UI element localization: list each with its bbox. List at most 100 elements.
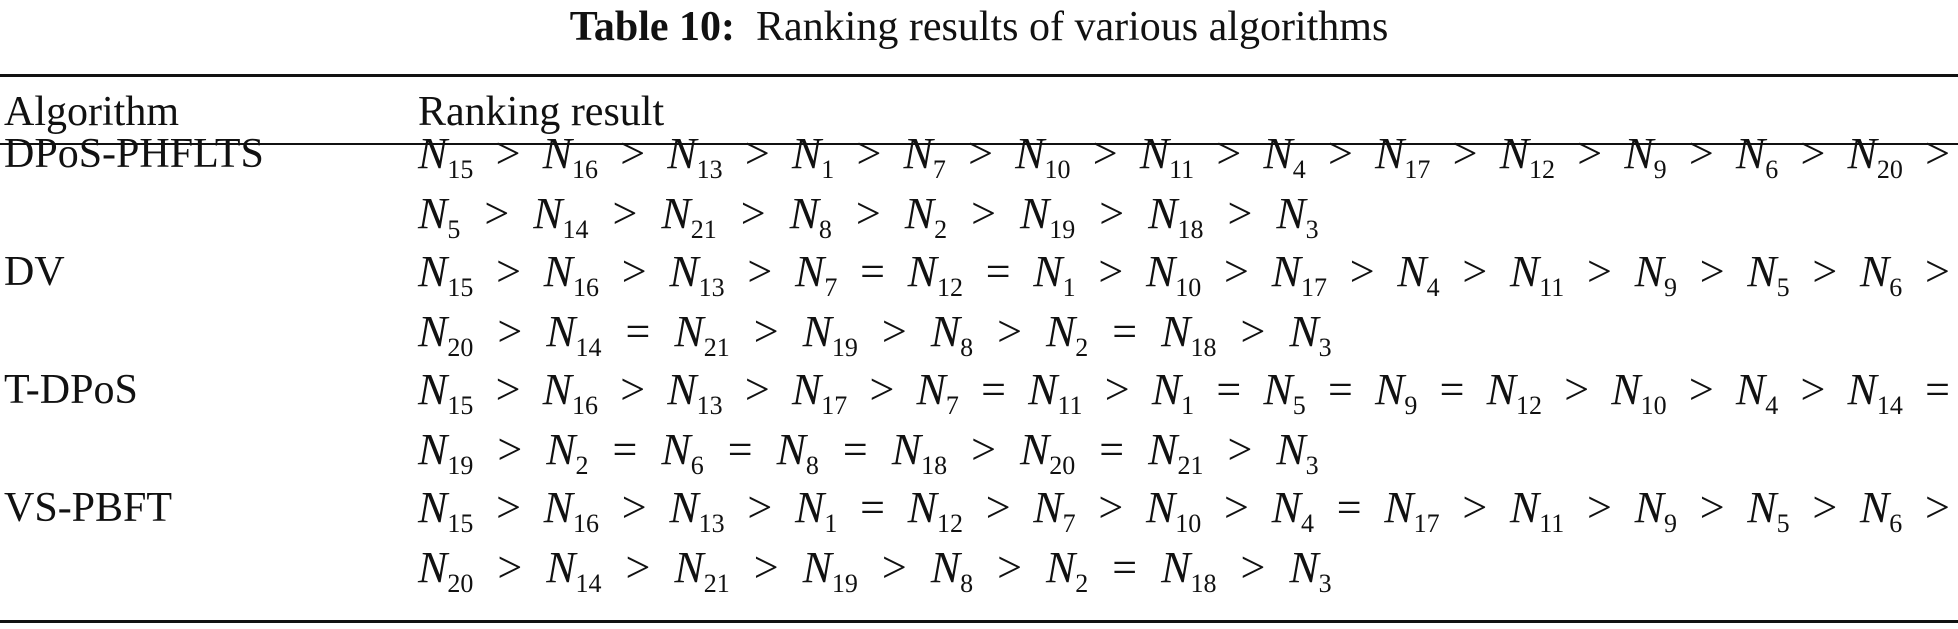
header-algorithm: Algorithm — [4, 89, 179, 135]
alternative-symbol: N10 — [1146, 246, 1201, 301]
alternative-index: 15 — [447, 273, 474, 302]
alternative-symbol: N17 — [1384, 482, 1439, 537]
greater-than-operator: > — [497, 307, 523, 356]
alternative-index: 7 — [1062, 509, 1076, 538]
alternative-symbol: N18 — [1161, 306, 1216, 361]
greater-than-operator: > — [496, 247, 521, 296]
alternative-symbol: N13 — [667, 128, 722, 183]
alternative-symbol: N3 — [1276, 188, 1318, 243]
alternative-letter: N — [1276, 425, 1306, 474]
algorithm-name: VS-PBFT — [4, 485, 173, 531]
alternative-letter: N — [1289, 543, 1319, 592]
alternative-symbol: N3 — [1289, 306, 1331, 361]
greater-than-operator: > — [869, 365, 895, 414]
greater-than-operator: > — [1587, 247, 1612, 296]
greater-than-operator: > — [1925, 247, 1950, 296]
ranking-line: N15>N16>N13>N1=N12>N7>N10>N4=N17>N11>N9>… — [418, 482, 1950, 542]
greater-than-operator: > — [496, 483, 521, 532]
alternative-letter: N — [1263, 129, 1293, 178]
alternative-symbol: N3 — [1289, 542, 1331, 597]
alternative-index: 12 — [1529, 155, 1556, 184]
greater-than-operator: > — [1099, 189, 1125, 238]
alternative-index: 4 — [1765, 391, 1779, 420]
greater-than-operator: > — [612, 189, 638, 238]
alternative-letter: N — [1634, 483, 1664, 532]
alternative-letter: N — [418, 425, 448, 474]
alternative-symbol: N12 — [1500, 128, 1555, 183]
alternative-letter: N — [1375, 365, 1405, 414]
alternative-index: 15 — [447, 391, 474, 420]
alternative-symbol: N17 — [792, 364, 847, 419]
alternative-symbol: N17 — [1272, 246, 1327, 301]
greater-than-operator: > — [997, 307, 1022, 356]
alternative-symbol: N20 — [418, 542, 473, 597]
alternative-symbol: N16 — [543, 364, 598, 419]
equals-operator: = — [1099, 425, 1125, 474]
ranking-sequence: N15>N16>N13>N7=N12=N1>N10>N17>N4>N11>N9>… — [418, 246, 1950, 366]
alternative-symbol: N6 — [1859, 246, 1902, 301]
alternative-letter: N — [418, 307, 448, 356]
alternative-index: 17 — [821, 391, 848, 420]
alternative-index: 9 — [1663, 273, 1677, 302]
equals-operator: = — [1216, 365, 1242, 414]
alternative-symbol: N5 — [1747, 482, 1789, 537]
alternative-symbol: N11 — [1140, 128, 1194, 183]
alternative-symbol: N4 — [1736, 364, 1778, 419]
alternative-letter: N — [1859, 483, 1890, 532]
alternative-index: 6 — [690, 451, 704, 480]
header-ranking-result: Ranking result — [418, 89, 665, 135]
equals-operator: = — [860, 483, 885, 532]
alternative-symbol: N19 — [803, 306, 858, 361]
alternative-letter: N — [1151, 365, 1182, 414]
greater-than-operator: > — [1240, 543, 1266, 592]
alternative-index: 11 — [1057, 391, 1083, 420]
alternative-index: 10 — [1175, 509, 1202, 538]
equals-operator: = — [625, 307, 651, 356]
alternative-index: 1 — [824, 509, 838, 538]
ranking-line: N15>N16>N13>N7=N12=N1>N10>N17>N4>N11>N9>… — [418, 246, 1950, 306]
alternative-letter: N — [533, 189, 563, 238]
alternative-index: 2 — [1075, 333, 1089, 362]
alternative-symbol: N6 — [661, 424, 703, 479]
greater-than-operator: > — [985, 483, 1011, 532]
greater-than-operator: > — [1227, 189, 1253, 238]
alternative-symbol: N18 — [1148, 188, 1203, 243]
alternative-index: 9 — [1404, 391, 1418, 420]
alternative-symbol: N21 — [1148, 424, 1203, 479]
alternative-index: 16 — [573, 509, 600, 538]
alternative-symbol: N15 — [418, 364, 473, 419]
greater-than-operator: > — [1452, 129, 1478, 178]
equals-operator: = — [1112, 307, 1138, 356]
alternative-symbol: N3 — [1276, 424, 1318, 479]
alternative-symbol: N2 — [905, 188, 947, 243]
alternative-index: 4 — [1292, 155, 1306, 184]
alternative-letter: N — [1611, 365, 1641, 414]
greater-than-operator: > — [497, 543, 523, 592]
alternative-symbol: N5 — [1263, 364, 1305, 419]
alternative-symbol: N13 — [669, 482, 724, 537]
alternative-letter: N — [1735, 129, 1766, 178]
alternative-letter: N — [891, 425, 922, 474]
alternative-symbol: N1 — [792, 128, 834, 183]
greater-than-operator: > — [625, 543, 651, 592]
greater-than-operator: > — [1800, 129, 1826, 178]
alternative-letter: N — [546, 307, 576, 356]
greater-than-operator: > — [620, 129, 646, 178]
alternative-letter: N — [667, 365, 697, 414]
algorithm-name: DPoS-PHFLTS — [4, 131, 264, 177]
ranking-line: N15>N16>N13>N1>N7>N10>N11>N4>N17>N12>N9>… — [418, 128, 1950, 188]
alternative-letter: N — [1486, 365, 1517, 414]
alternative-index: 12 — [936, 509, 963, 538]
alternative-symbol: N6 — [1735, 128, 1778, 183]
alternative-letter: N — [1289, 307, 1319, 356]
alternative-index: 16 — [573, 273, 600, 302]
greater-than-operator: > — [1098, 483, 1124, 532]
equals-operator: = — [612, 425, 638, 474]
alternative-index: 20 — [1049, 451, 1076, 480]
greater-than-operator: > — [881, 307, 907, 356]
greater-than-operator: > — [1328, 129, 1353, 178]
alternative-index: 21 — [1177, 451, 1204, 480]
alternative-index: 13 — [698, 273, 725, 302]
alternative-letter: N — [1859, 247, 1890, 296]
